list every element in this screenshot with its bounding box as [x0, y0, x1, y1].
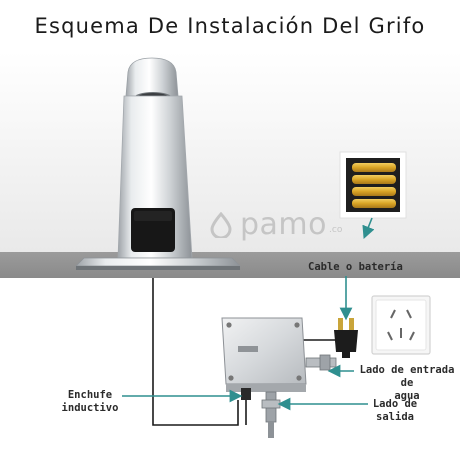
battery-arrow: [362, 217, 375, 239]
power-plug-icon: [334, 318, 358, 358]
faucet-icon: [75, 57, 241, 270]
wall-socket-icon: [371, 295, 431, 355]
water-inlet-label-line1: Lado de entrada de: [359, 364, 455, 389]
sensor-plug-label-line1: Enchufe: [67, 389, 113, 401]
water-drop-icon: [210, 212, 232, 238]
sensor-plug-label: Enchufe inductivo: [60, 389, 120, 415]
water-outlet-label: Lado de salida: [370, 398, 420, 424]
brand-logo: pamo .co: [208, 207, 343, 242]
brand-name: pamo: [240, 207, 328, 242]
brand-suffix: .co: [329, 225, 343, 235]
battery-pack-icon: [339, 151, 407, 219]
water-outlet-label-line1: Lado de: [372, 398, 418, 410]
water-outlet-label-line2: salida: [376, 411, 414, 423]
cable-label: Cable o batería: [308, 261, 403, 273]
diagram-title: Esquema De Instalación Del Grifo: [34, 14, 426, 38]
sensor-plug-label-line2: inductivo: [61, 402, 119, 414]
control-box-icon: [221, 317, 337, 438]
water-inlet-label-line2: agua: [394, 390, 420, 402]
water-inlet-label: Lado de entrada de agua: [357, 364, 457, 403]
